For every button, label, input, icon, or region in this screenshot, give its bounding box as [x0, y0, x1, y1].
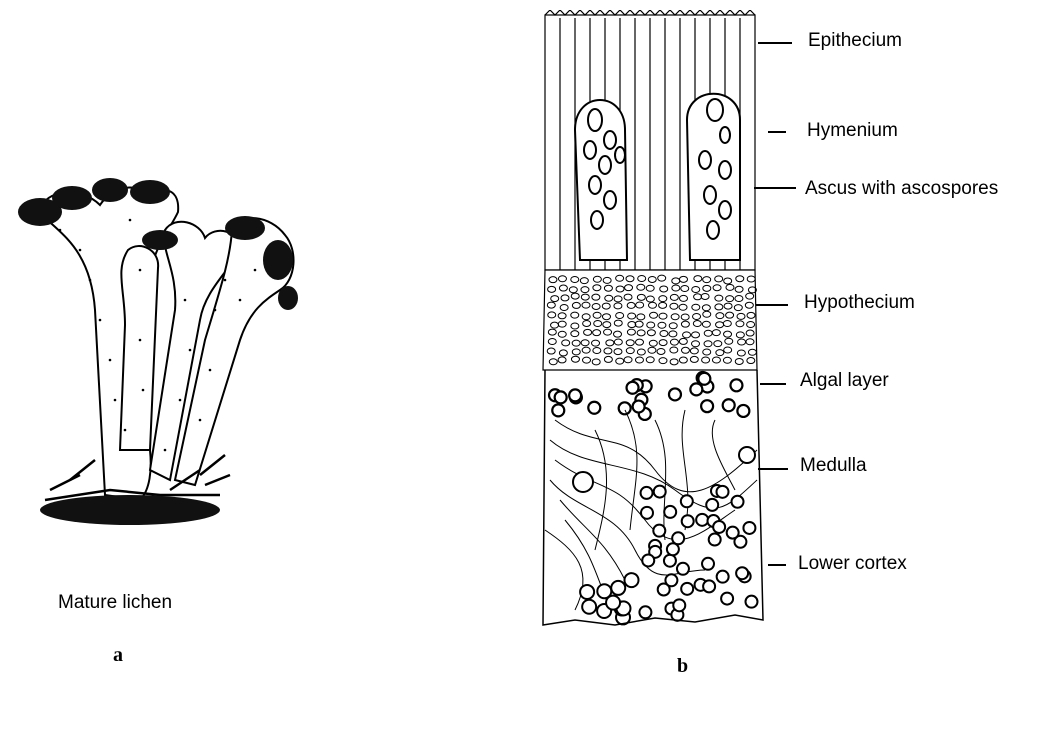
cell [667, 543, 679, 555]
cell [730, 379, 742, 391]
cell [682, 515, 694, 527]
cell [706, 499, 718, 511]
cell [716, 486, 728, 498]
panel-a-letter: a [113, 644, 123, 667]
cell [713, 521, 725, 533]
cell [654, 486, 666, 498]
cell [665, 574, 677, 586]
cell [653, 525, 665, 537]
cell [606, 596, 620, 610]
cell [633, 401, 645, 413]
cell [723, 399, 735, 411]
lichen-diagram: Mature lichen a [0, 0, 1059, 680]
cell [555, 391, 567, 403]
cell [619, 402, 631, 414]
cell [737, 405, 749, 417]
cell [664, 555, 676, 567]
label-epithecium: Epithecium [808, 30, 902, 52]
cell [569, 389, 581, 401]
cell [627, 382, 639, 394]
cell [717, 571, 729, 583]
cell [736, 567, 748, 579]
cell [639, 606, 651, 618]
label-hypothecium: Hypothecium [804, 292, 915, 314]
cell [702, 558, 714, 570]
cell [727, 527, 739, 539]
cell [690, 383, 702, 395]
cell [698, 373, 710, 385]
cross-section-illustration [535, 10, 775, 635]
cell [552, 404, 564, 416]
cell [641, 487, 653, 499]
cell [681, 583, 693, 595]
cell [582, 600, 596, 614]
cell [642, 554, 654, 566]
cell [709, 534, 721, 546]
label-lower-cortex: Lower cortex [798, 553, 907, 575]
cell [677, 563, 689, 575]
cell [681, 495, 693, 507]
cell [641, 507, 653, 519]
cell [732, 496, 744, 508]
label-medulla: Medulla [800, 455, 867, 477]
cell [696, 514, 708, 526]
mature-lichen-illustration [0, 150, 330, 730]
cell [580, 585, 594, 599]
cell [611, 581, 625, 595]
cell [669, 388, 681, 400]
label-pointers [752, 20, 852, 620]
label-algal-layer: Algal layer [800, 370, 889, 392]
cell [664, 506, 676, 518]
cell [573, 472, 593, 492]
cell [721, 593, 733, 605]
panel-a-caption: Mature lichen [58, 592, 172, 614]
label-ascus-with-ascospores: Ascus with ascospores [805, 178, 998, 200]
panel-b-letter: b [677, 655, 688, 678]
cell [701, 400, 713, 412]
cell [624, 573, 638, 587]
cell [673, 599, 685, 611]
cell [703, 580, 715, 592]
cell [588, 402, 600, 414]
label-hymenium: Hymenium [807, 120, 898, 142]
